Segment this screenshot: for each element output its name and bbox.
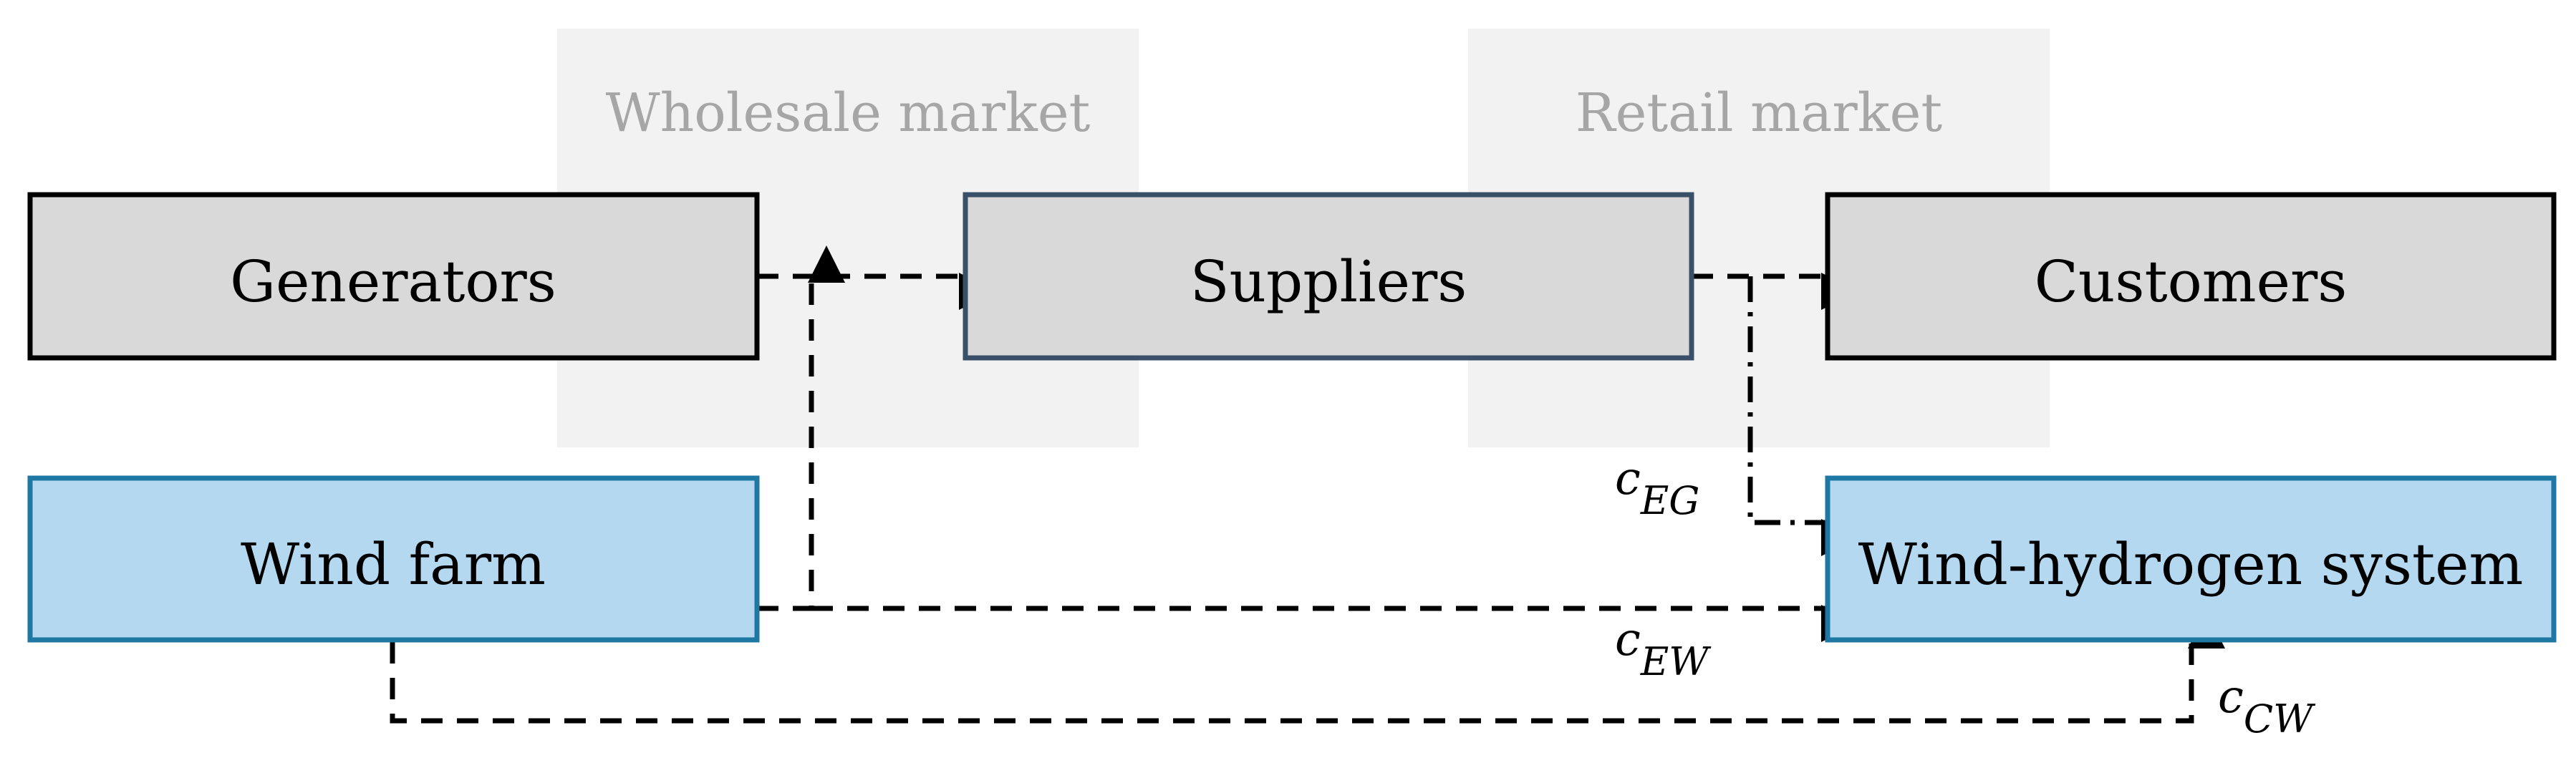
cost-label-ew: cEW	[1615, 613, 1712, 684]
cost-label-cw: cCW	[2218, 671, 2316, 742]
wholesale-market-label: Wholesale market	[606, 82, 1091, 144]
wind-hydrogen-system-node: Wind-hydrogen system	[1825, 475, 2557, 643]
wind-farm-bottom-loop-flow	[390, 611, 2225, 724]
cost-label-eg: cEG	[1615, 452, 1699, 523]
wind-hydrogen-system-label: Wind-hydrogen system	[1858, 531, 2524, 598]
customers-node: Customers	[1825, 192, 2557, 361]
wind-farm-label: Wind farm	[241, 531, 546, 598]
suppliers-node: Suppliers	[963, 192, 1694, 361]
suppliers-label: Suppliers	[1190, 248, 1467, 315]
generators-label: Generators	[230, 248, 556, 315]
customers-label: Customers	[2035, 248, 2348, 315]
wind-farm-node: Wind farm	[27, 475, 760, 643]
retail-market-label: Retail market	[1576, 82, 1943, 144]
generators-node: Generators	[27, 192, 760, 361]
